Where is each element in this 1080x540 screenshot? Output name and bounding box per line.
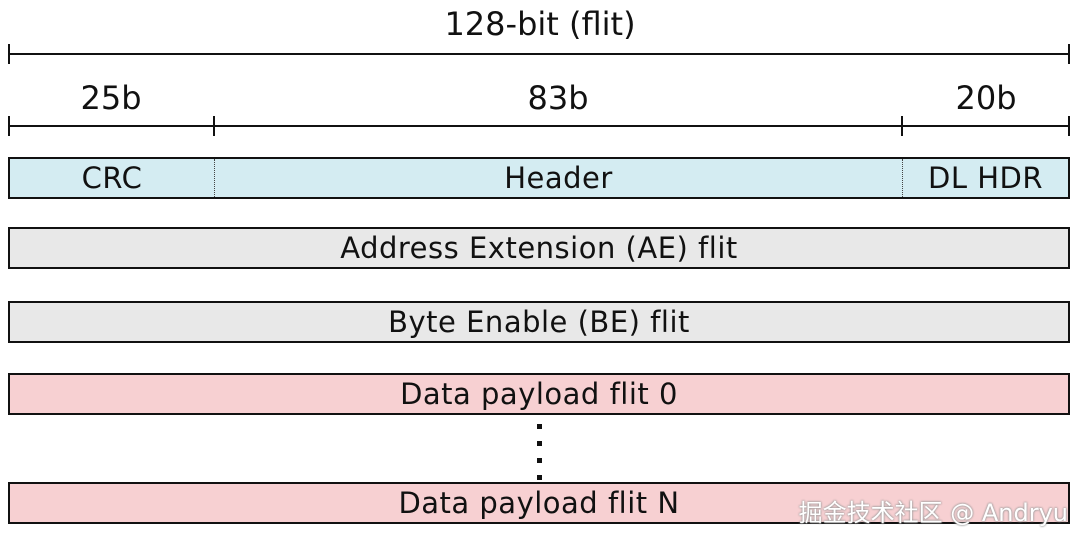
- data-flit-n-bar: Data payload flit N: [8, 482, 1070, 524]
- total-width-label: 128-bit (flit): [444, 5, 636, 43]
- segment-tick-2: [901, 116, 903, 136]
- watermark: 掘金技术社区 @ Andryu: [798, 499, 1068, 527]
- header-flit-bar: CRC Header DL HDR: [8, 157, 1070, 199]
- crc-width-label: 25b: [80, 79, 142, 117]
- total-width-line: [8, 53, 1070, 55]
- segment-tick-1: [213, 116, 215, 136]
- ellipsis-dot: [536, 424, 542, 429]
- data-flit-0-bar: Data payload flit 0: [8, 373, 1070, 415]
- segment-tick-0: [8, 116, 10, 136]
- segment-tick-3: [1068, 116, 1070, 136]
- ae-flit-bar: Address Extension (AE) flit: [8, 227, 1070, 269]
- total-width-tick-right: [1068, 44, 1070, 64]
- ellipsis-dot: [536, 441, 542, 446]
- vertical-ellipsis: [532, 424, 546, 480]
- segment-width-line: [8, 125, 1070, 127]
- crc-field: CRC: [81, 161, 143, 195]
- ellipsis-dot: [536, 458, 542, 463]
- dl-hdr-width-label: 20b: [955, 79, 1017, 117]
- ellipsis-dot: [536, 475, 542, 480]
- header-field: Header: [214, 159, 902, 197]
- be-flit-bar: Byte Enable (BE) flit: [8, 301, 1070, 343]
- dl-hdr-field: DL HDR: [902, 159, 1068, 197]
- header-width-label: 83b: [527, 79, 589, 117]
- total-width-tick-left: [8, 44, 10, 64]
